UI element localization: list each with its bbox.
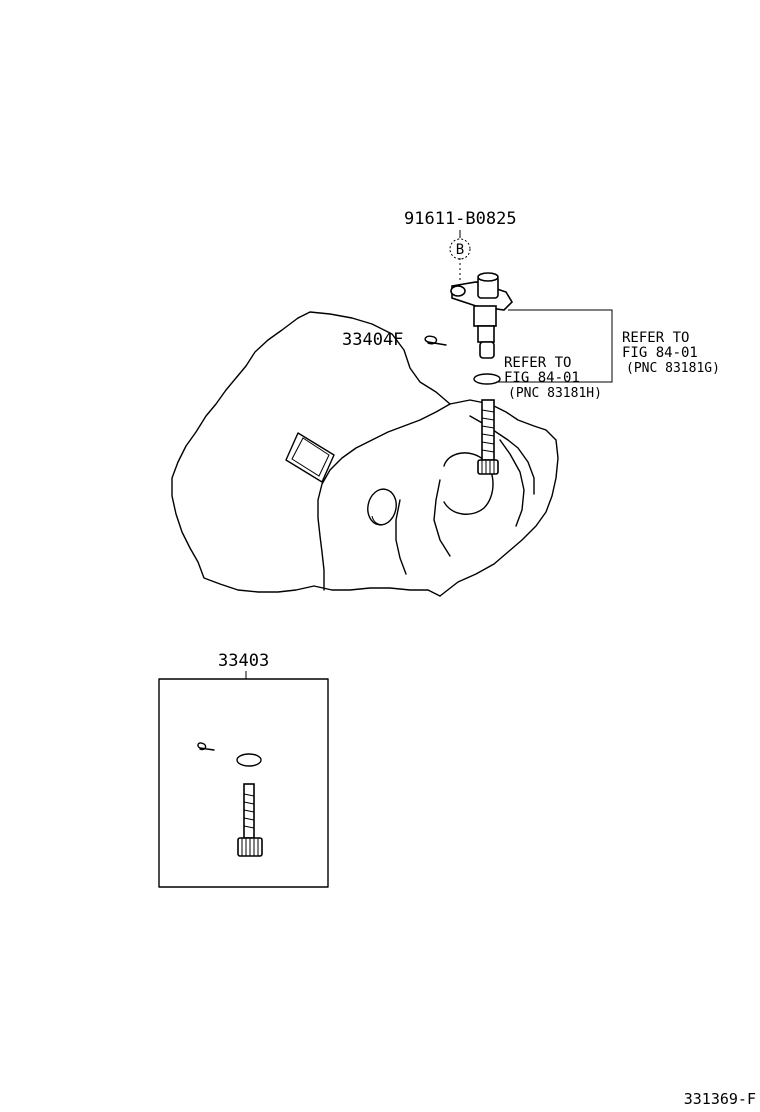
kit-clip xyxy=(197,742,215,751)
clip xyxy=(424,335,447,346)
sensor-ref-bracket xyxy=(508,309,613,383)
o-ring xyxy=(473,373,501,385)
kit-part-number: 33403 xyxy=(218,651,269,671)
sensor-ref-line3: (PNC 83181G) xyxy=(626,361,720,376)
sensor-ref-line2: FIG 84-01 xyxy=(622,345,698,361)
transmission-housing xyxy=(171,311,559,597)
sensor-ref-line1: REFER TO xyxy=(622,330,689,346)
oring-ref-line1: REFER TO xyxy=(504,355,571,371)
oring-ref-line2: FIG 84-01 xyxy=(504,370,580,386)
clip-part-number: 33404F xyxy=(342,330,403,350)
bolt-marker-letter: B xyxy=(456,242,464,258)
kit-driven-gear xyxy=(237,783,263,857)
kit-box xyxy=(158,678,329,888)
speed-sensor xyxy=(450,272,514,359)
bolt-part-number: 91611-B0825 xyxy=(404,209,517,229)
kit-o-ring xyxy=(236,753,262,767)
bolt-marker-circle xyxy=(449,238,471,260)
drawing-id: 331369-F xyxy=(684,1090,756,1108)
driven-gear xyxy=(477,399,499,475)
oring-ref-line3: (PNC 83181H) xyxy=(508,386,602,401)
